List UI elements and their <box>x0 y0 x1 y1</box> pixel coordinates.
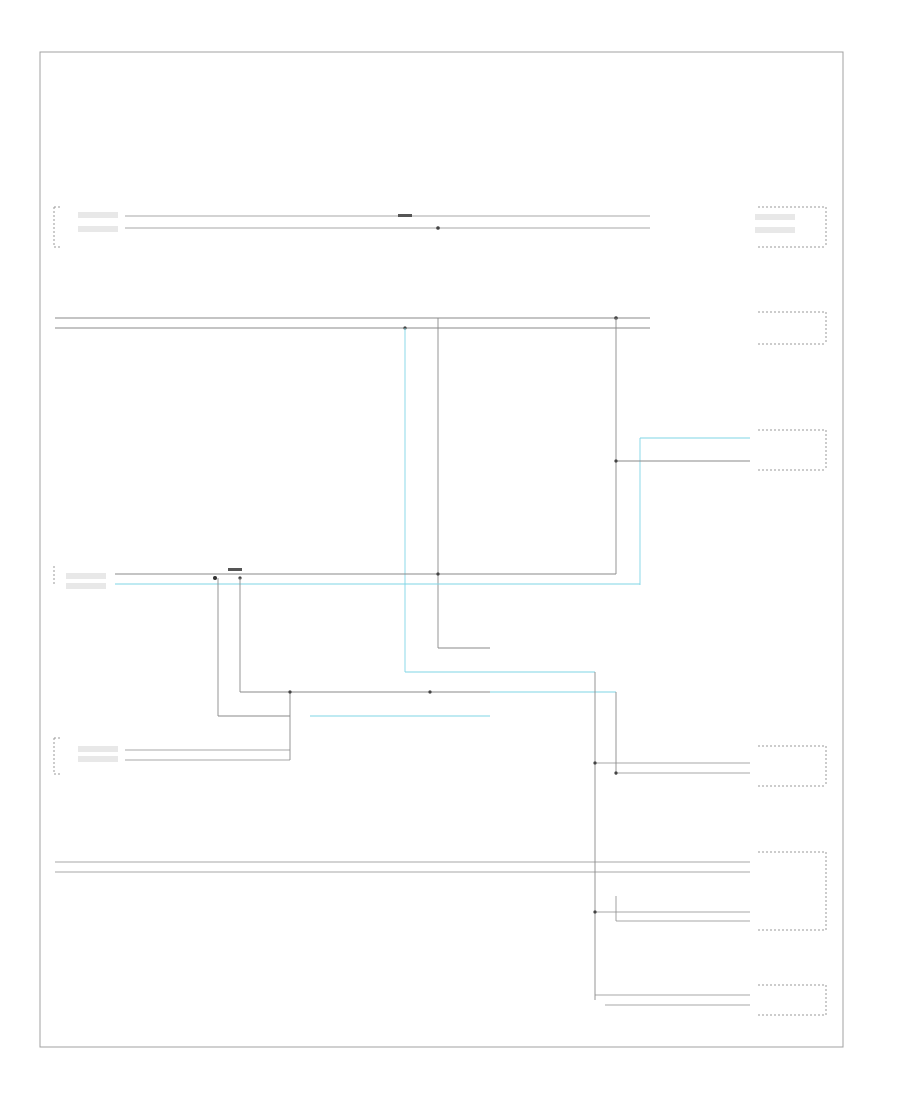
connector-left-low <box>53 737 118 775</box>
splice-mid-3 <box>436 572 440 576</box>
connector-right-low-2 <box>758 851 827 931</box>
connector-right-module-2 <box>758 429 827 471</box>
splice-module-2 <box>614 459 618 463</box>
splice-lower-2 <box>428 690 432 694</box>
connector-left-top <box>53 206 118 248</box>
splice-top <box>436 226 440 230</box>
splice-right-low-1 <box>593 761 597 765</box>
connector-left-mid <box>53 566 106 589</box>
connector-right-low-1 <box>758 745 827 787</box>
splice-right-low-2 <box>614 771 618 775</box>
wires-main-bus <box>55 317 650 329</box>
connector-right-top <box>755 206 827 248</box>
splice-right-low-3 <box>593 910 597 914</box>
splice-label-mid <box>228 568 242 571</box>
wires-branch-module-2 <box>616 437 750 585</box>
wires-right-low <box>55 762 750 1006</box>
splice-lower-1 <box>288 690 292 694</box>
diagram-frame <box>39 51 844 1048</box>
wires-lower-cluster <box>217 578 617 1000</box>
splice-mid-1 <box>213 576 217 580</box>
splice-label-top <box>398 214 412 217</box>
wires-left-low <box>125 749 290 761</box>
wires-top <box>125 215 650 229</box>
connector-right-low-3 <box>758 984 827 1016</box>
wires-vertical <box>404 318 617 672</box>
wires-mid-bus <box>115 573 640 585</box>
connector-right-module-1 <box>758 311 827 345</box>
